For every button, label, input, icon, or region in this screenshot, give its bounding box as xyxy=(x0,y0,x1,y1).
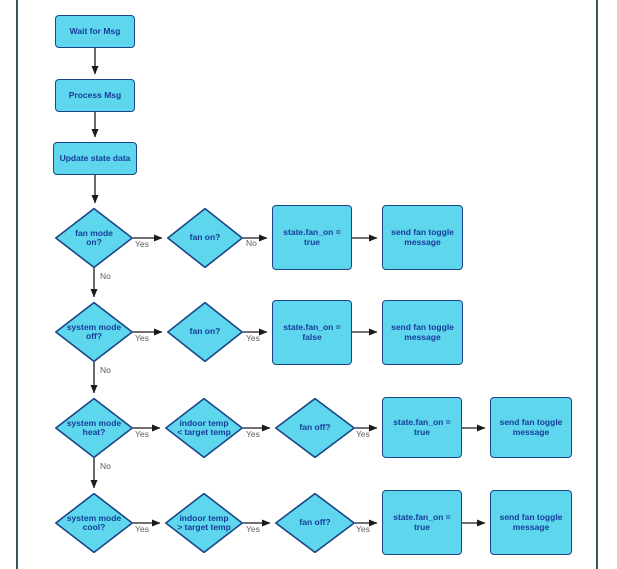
diamond-shape xyxy=(165,398,243,458)
node-update-state-data: Update state data xyxy=(53,142,137,175)
edge-label-yes: Yes xyxy=(246,429,260,439)
diamond-shape xyxy=(275,398,355,458)
edge-label-no: No xyxy=(100,365,111,375)
edge-label-no: No xyxy=(246,238,257,248)
node-state-fan-on-true-2: state.fan_on =true xyxy=(382,397,462,458)
node-label: Wait for Msg xyxy=(69,25,121,36)
node-state-fan-on-true-3: state.fan_on =true xyxy=(382,490,462,555)
edge-label-no: No xyxy=(100,461,111,471)
diamond-shape xyxy=(167,208,243,268)
node-fan-off-1: fan off? xyxy=(275,398,355,458)
diamond-shape xyxy=(167,302,243,362)
edge-label-yes: Yes xyxy=(246,333,260,343)
node-fan-on-1: fan on? xyxy=(167,208,243,268)
diamond-shape xyxy=(165,493,243,553)
node-state-fan-on-false: state.fan_on =false xyxy=(272,300,352,365)
page-border-left xyxy=(16,0,18,569)
edge-label-yes: Yes xyxy=(135,239,149,249)
edge-label-yes: Yes xyxy=(135,429,149,439)
diamond-shape xyxy=(55,302,133,362)
node-fan-on-2: fan on? xyxy=(167,302,243,362)
edge-label-yes: Yes xyxy=(356,524,370,534)
node-state-fan-on-true-1: state.fan_on =true xyxy=(272,205,352,270)
node-indoor-temp-lt-target: indoor temp< target temp xyxy=(165,398,243,458)
page-border-right xyxy=(596,0,598,569)
node-wait-for-msg: Wait for Msg xyxy=(55,15,135,48)
diamond-shape xyxy=(275,493,355,553)
node-fan-off-2: fan off? xyxy=(275,493,355,553)
edge-label-yes: Yes xyxy=(356,429,370,439)
node-process-msg: Process Msg xyxy=(55,79,135,112)
diamond-shape xyxy=(55,208,133,268)
edge-label-no: No xyxy=(100,271,111,281)
node-label: Process Msg xyxy=(68,89,122,100)
node-label: Update state data xyxy=(59,152,131,163)
edge-label-yes: Yes xyxy=(135,333,149,343)
edge-label-yes: Yes xyxy=(246,524,260,534)
edge-label-yes: Yes xyxy=(135,524,149,534)
node-indoor-temp-gt-target: indoor temp> target temp xyxy=(165,493,243,553)
diamond-shape xyxy=(55,398,133,458)
diamond-shape xyxy=(55,493,133,553)
